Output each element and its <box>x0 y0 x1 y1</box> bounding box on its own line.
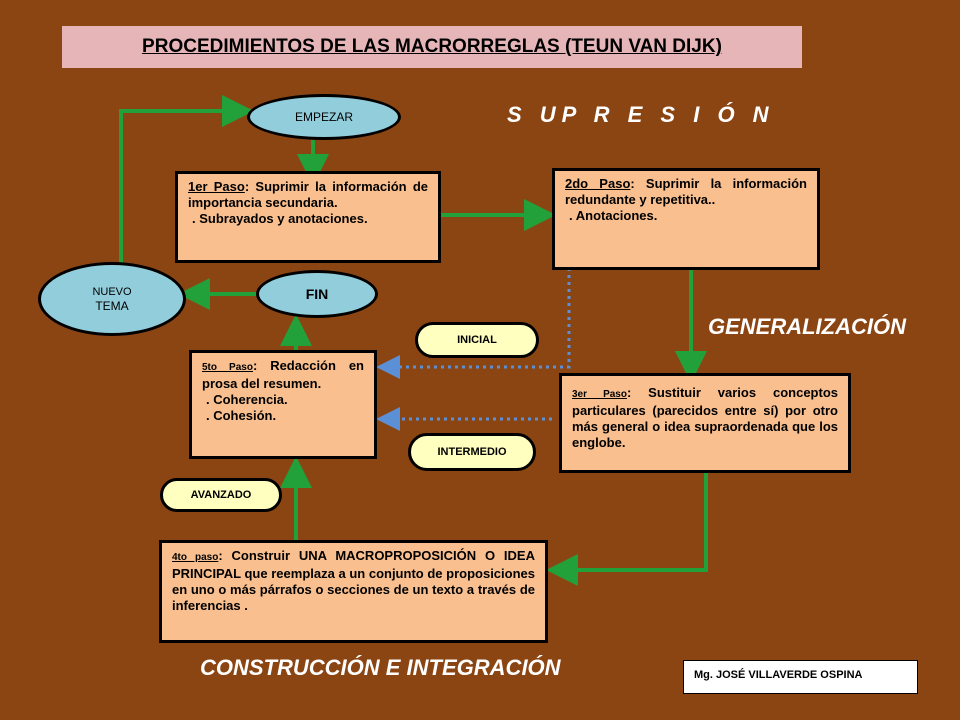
step-paso1-text: 1er Paso: Suprimir la información de imp… <box>188 179 428 211</box>
step-paso3-text: 3er Paso: Sustituir varios conceptos par… <box>572 385 838 451</box>
dotted-arrow-inicial <box>376 268 571 379</box>
step-box-paso4: 4to paso: Construir UNA MACROPROPOSICIÓN… <box>159 540 548 643</box>
step-box-paso3: 3er Paso: Sustituir varios conceptos par… <box>559 373 851 473</box>
step-paso3-label: 3er Paso <box>572 389 627 400</box>
node-empezar: EMPEZAR <box>247 94 401 140</box>
node-nuevo-tema: NUEVO TEMA <box>38 262 186 336</box>
heading-supresion: S UP R E S I Ó N <box>507 102 775 127</box>
node-fin-label: FIN <box>305 286 329 302</box>
level-inicial-label: INICIAL <box>457 334 497 346</box>
author-credit: Mg. JOSÉ VILLAVERDE OSPINA <box>683 660 918 694</box>
step-paso1-sub: . Subrayados y anotaciones. <box>192 211 368 226</box>
level-intermedio-label: INTERMEDIO <box>437 446 507 458</box>
step-paso3-body: : Sustituir varios conceptos particulare… <box>572 385 838 450</box>
step-paso4-text: 4to paso: Construir UNA MACROPROPOSICIÓN… <box>172 548 535 614</box>
step-paso4-label: 4to paso <box>172 552 219 563</box>
step-paso5-body: : Redacción en prosa del resumen. <box>202 358 364 391</box>
heading-construccion: CONSTRUCCIÓN E INTEGRACIÓN <box>200 655 561 680</box>
arrow-paso3-to-paso4 <box>546 472 708 586</box>
step-paso2-text: 2do Paso: Suprimir la información redund… <box>565 176 807 208</box>
node-nuevo-tema-line1: NUEVO <box>92 286 132 298</box>
step-paso2-sub: . Anotaciones. <box>569 208 658 223</box>
level-intermedio: INTERMEDIO <box>408 433 536 471</box>
level-avanzado-label: AVANZADO <box>190 489 252 501</box>
arrow-nuevo-tema-to-empezar <box>119 95 254 264</box>
title-box: PROCEDIMIENTOS DE LAS MACRORREGLAS (TEUN… <box>62 26 802 68</box>
step-paso1-label: 1er Paso <box>188 179 245 194</box>
step-box-paso5: 5to Paso: Redacción en prosa del resumen… <box>189 350 377 459</box>
page-title: PROCEDIMIENTOS DE LAS MACRORREGLAS (TEUN… <box>142 36 722 57</box>
node-fin: FIN <box>256 270 378 318</box>
level-avanzado: AVANZADO <box>160 478 282 512</box>
step-paso5-sub2: . Cohesión. <box>206 408 277 423</box>
step-box-paso2: 2do Paso: Suprimir la información redund… <box>552 168 820 270</box>
level-inicial: INICIAL <box>415 322 539 358</box>
heading-generalizacion: GENERALIZACIÓN <box>708 314 906 339</box>
step-paso2-body: : Suprimir la información redundante y r… <box>565 176 808 207</box>
step-paso2-label: 2do Paso <box>565 176 631 191</box>
step-paso1-body: : Suprimir la información de importancia… <box>188 179 429 210</box>
step-paso5-label: 5to Paso <box>202 362 253 373</box>
step-paso5-sub1: . Coherencia. <box>206 392 288 407</box>
step-paso5-text: 5to Paso: Redacción en prosa del resumen… <box>202 358 364 392</box>
node-nuevo-tema-line2: TEMA <box>95 299 129 313</box>
step-box-paso1: 1er Paso: Suprimir la información de imp… <box>175 171 441 263</box>
node-empezar-label: EMPEZAR <box>294 110 353 124</box>
step-paso4-body: : Construir UNA MACROPROPOSICIÓN O IDEA … <box>172 548 535 613</box>
